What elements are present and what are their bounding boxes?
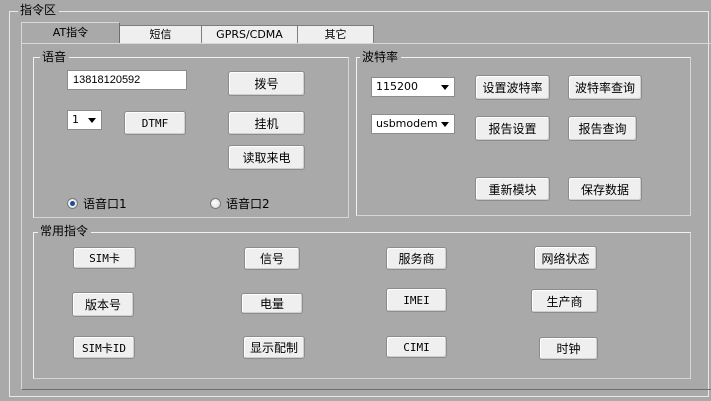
report-query-button[interactable]: 报告查询 bbox=[568, 116, 637, 141]
report-settings-button[interactable]: 报告设置 bbox=[475, 116, 550, 141]
restart-module-button[interactable]: 重新模块 bbox=[475, 177, 550, 201]
dtmf-digit-select[interactable]: 1 bbox=[67, 110, 102, 130]
voice-port-1-radio[interactable] bbox=[67, 198, 78, 209]
imei-button[interactable]: IMEI bbox=[386, 288, 447, 312]
command-area-frame bbox=[9, 11, 709, 397]
tab-page bbox=[21, 43, 711, 390]
phone-number-input[interactable] bbox=[67, 70, 187, 90]
read-caller-button[interactable]: 读取来电 bbox=[228, 145, 305, 170]
signal-button[interactable]: 信号 bbox=[244, 247, 300, 270]
modem-mode-value: usbmodem bbox=[376, 117, 438, 130]
display-config-button[interactable]: 显示配制 bbox=[243, 336, 305, 359]
voice-port-1-label[interactable]: 语音口1 bbox=[83, 197, 127, 211]
voice-group-title: 语音 bbox=[40, 50, 70, 64]
tab-sms[interactable]: 短信 bbox=[119, 25, 202, 44]
common-commands-title: 常用指令 bbox=[38, 224, 92, 238]
sim-card-button[interactable]: SIM卡 bbox=[73, 247, 136, 269]
dtmf-button[interactable]: DTMF bbox=[124, 111, 186, 135]
dial-button[interactable]: 拨号 bbox=[228, 71, 305, 96]
manufacturer-button[interactable]: 生产商 bbox=[531, 289, 598, 313]
voice-port-2-label[interactable]: 语音口2 bbox=[226, 197, 270, 211]
common-commands-group bbox=[33, 232, 691, 379]
sim-id-button[interactable]: SIM卡ID bbox=[73, 336, 135, 359]
chevron-down-icon[interactable] bbox=[441, 122, 449, 127]
voice-group bbox=[33, 57, 349, 218]
modem-mode-select[interactable]: usbmodem bbox=[371, 114, 455, 134]
query-baud-rate-button[interactable]: 波特率查询 bbox=[568, 75, 642, 100]
voice-port-2-radio[interactable] bbox=[210, 198, 221, 209]
chevron-down-icon[interactable] bbox=[88, 118, 96, 123]
command-area-title: 指令区 bbox=[18, 3, 60, 17]
set-baud-rate-button[interactable]: 设置波特率 bbox=[475, 75, 550, 100]
clock-button[interactable]: 时钟 bbox=[539, 337, 598, 360]
chevron-down-icon[interactable] bbox=[441, 85, 449, 90]
battery-button[interactable]: 电量 bbox=[241, 293, 303, 314]
baud-rate-value: 115200 bbox=[376, 80, 418, 93]
baud-rate-select[interactable]: 115200 bbox=[371, 77, 455, 97]
tab-at-commands[interactable]: AT指令 bbox=[21, 22, 120, 44]
hangup-button[interactable]: 挂机 bbox=[228, 111, 305, 135]
tab-other[interactable]: 其它 bbox=[297, 25, 374, 44]
dtmf-digit-value: 1 bbox=[72, 113, 79, 126]
network-status-button[interactable]: 网络状态 bbox=[534, 246, 597, 270]
cimi-button[interactable]: CIMI bbox=[386, 336, 447, 358]
version-button[interactable]: 版本号 bbox=[72, 292, 134, 317]
save-data-button[interactable]: 保存数据 bbox=[568, 177, 642, 201]
tab-gprs-cdma[interactable]: GPRS/CDMA bbox=[201, 25, 298, 44]
provider-button[interactable]: 服务商 bbox=[386, 247, 447, 270]
baud-group bbox=[356, 57, 691, 216]
baud-group-title: 波特率 bbox=[360, 50, 402, 64]
